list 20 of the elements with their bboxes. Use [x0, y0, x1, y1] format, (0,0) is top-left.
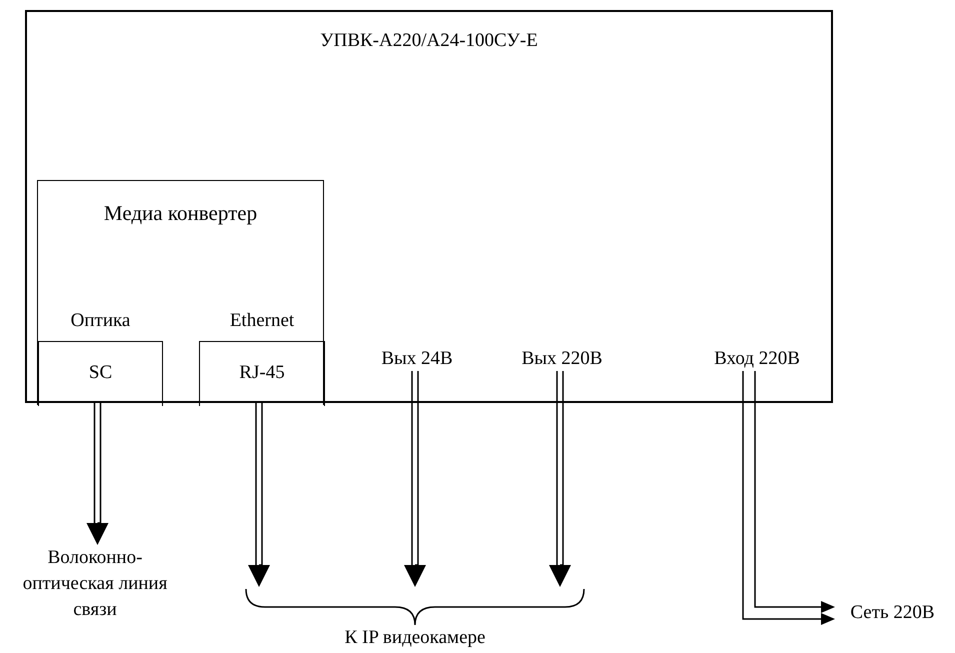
port-box: SC: [38, 341, 163, 406]
arrow: [754, 371, 835, 613]
module-title: Медиа конвертер: [102, 201, 258, 226]
device-box: [25, 10, 833, 403]
port-heading: Ethernet: [228, 310, 296, 332]
arrow: [549, 370, 571, 587]
terminal-label: Вых 24В: [370, 345, 464, 373]
port-box: RJ-45: [199, 341, 325, 406]
line-label: Волоконно- оптическая линия связи: [5, 545, 185, 645]
module-box: [37, 180, 324, 405]
device-title: УПВК-А220/А24-100СУ-Е: [319, 30, 539, 52]
arrow: [86, 402, 108, 545]
terminal-label: Вход 220В: [697, 345, 817, 373]
arrow: [404, 370, 426, 587]
group-label: К IP видеокамере: [344, 627, 486, 649]
port-heading: Оптика: [70, 310, 132, 332]
arrow: [248, 402, 270, 587]
terminal-label: Сеть 220В: [835, 600, 950, 626]
arrow: [742, 371, 835, 625]
terminal-label: Вых 220В: [507, 345, 617, 373]
